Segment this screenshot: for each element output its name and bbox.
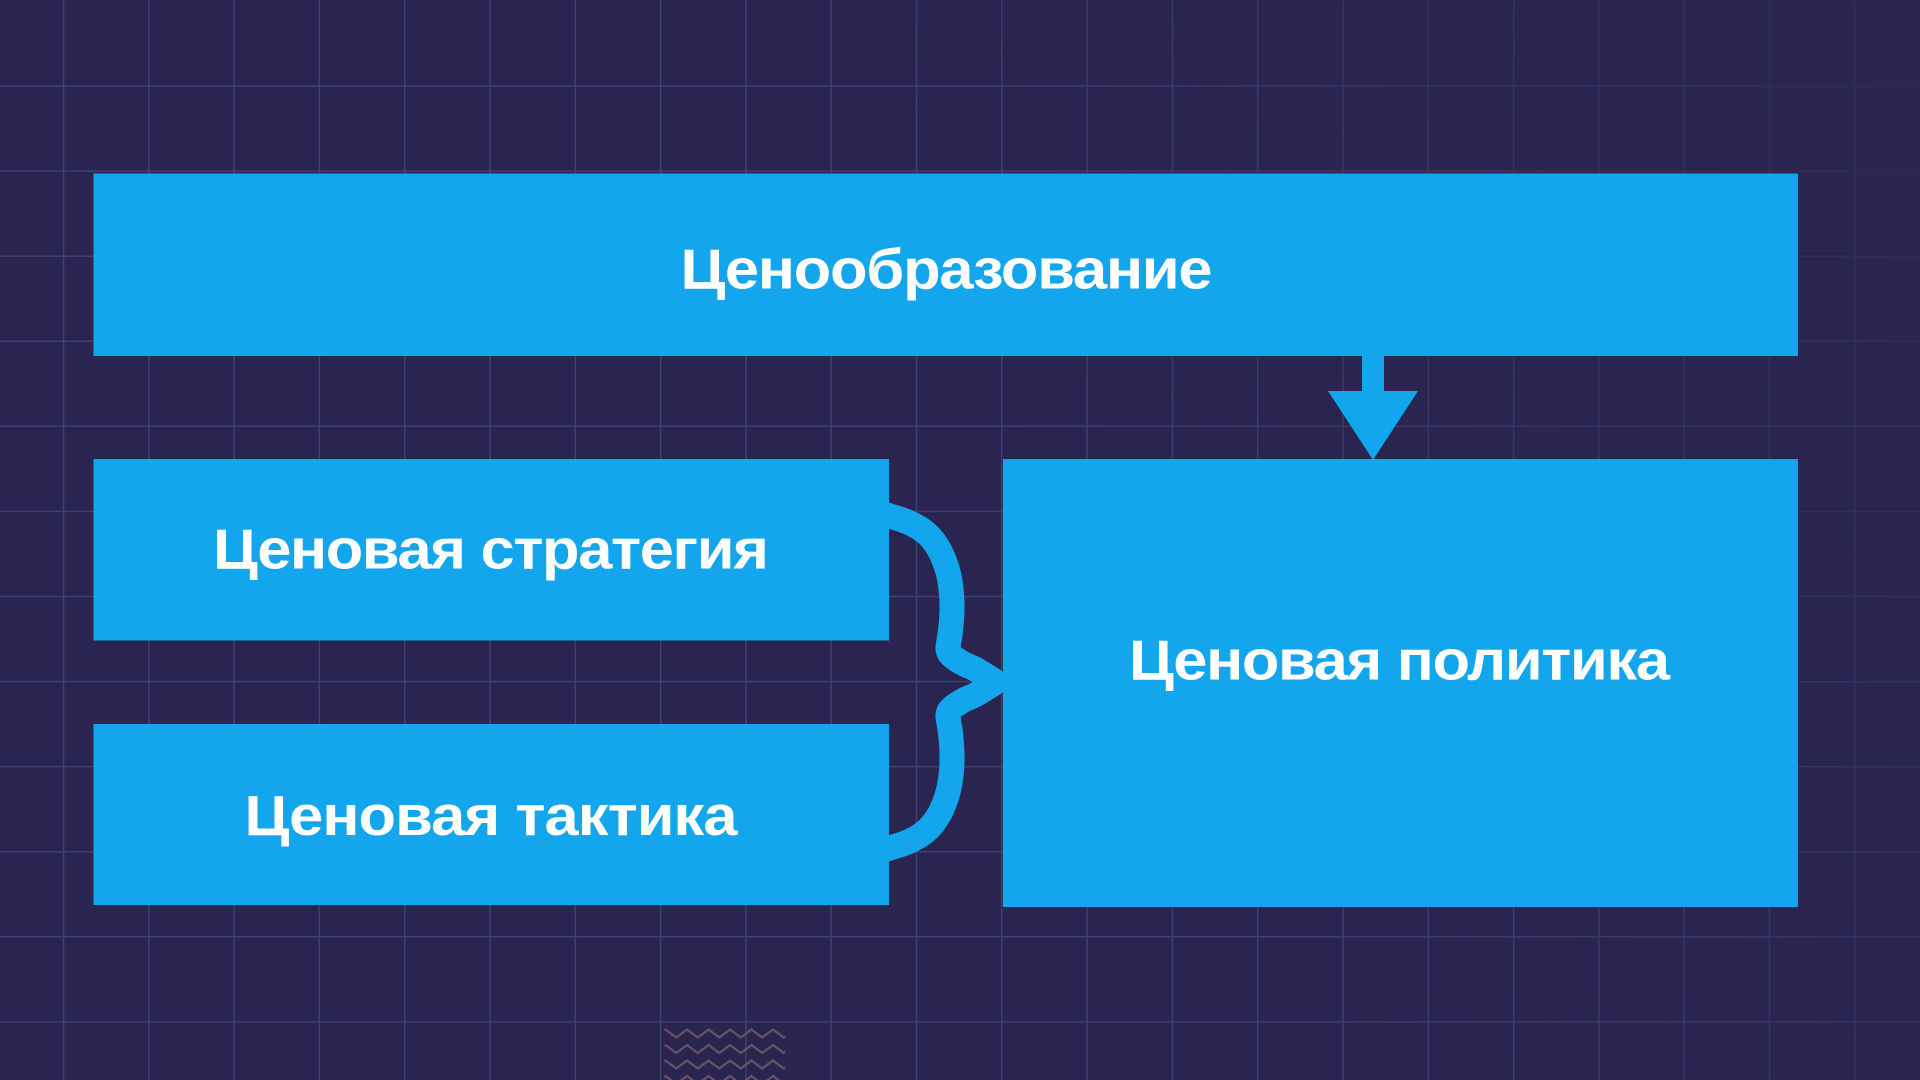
svg-text:Ценовая политика: Ценовая политика	[1129, 630, 1671, 692]
svg-text:Ценообразование: Ценообразование	[680, 239, 1212, 301]
svg-text:Ценовая стратегия: Ценовая стратегия	[213, 519, 769, 581]
svg-text:Ценовая тактика: Ценовая тактика	[244, 785, 738, 847]
